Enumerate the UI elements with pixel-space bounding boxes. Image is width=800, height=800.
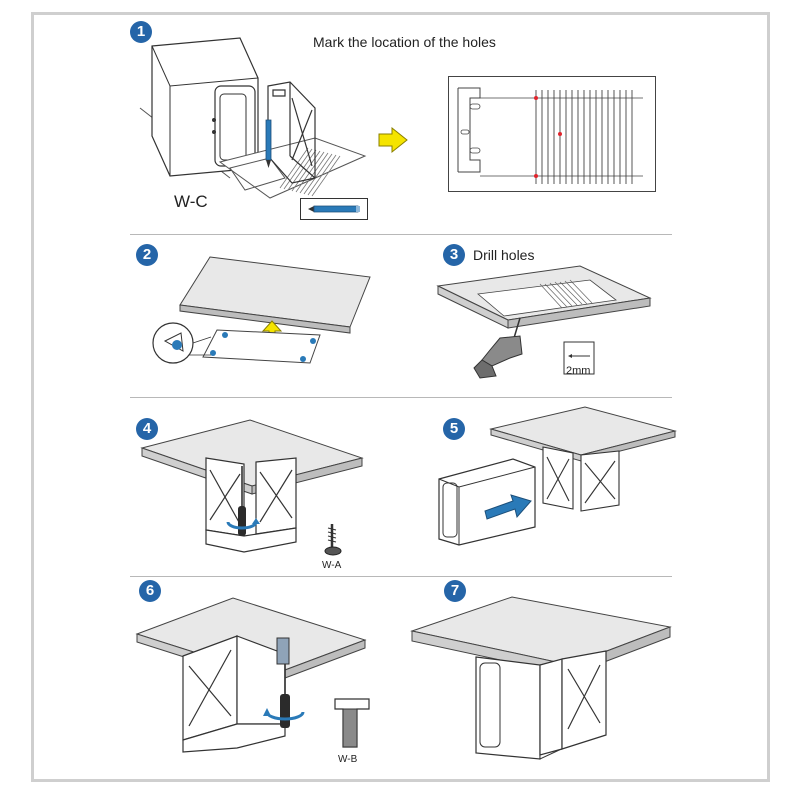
bracket-icon: [543, 447, 619, 511]
step-4-badge: 4: [136, 418, 158, 440]
step-5-badge: 5: [443, 418, 465, 440]
step-3-board-drilling: [430, 264, 656, 384]
step-2-badge: 2: [136, 244, 158, 266]
step-1-label: W-C: [174, 192, 208, 211]
nas-icon: [152, 38, 258, 176]
step-2-board-and-template: [145, 255, 375, 370]
step-5-slide-nas: [435, 405, 680, 551]
screw-icon: [322, 522, 344, 558]
step-1-title: Mark the location of the holes: [313, 34, 496, 50]
screwdriver-icon: [228, 466, 260, 536]
drill-size-label: 2mm: [566, 365, 591, 377]
board-icon: [180, 257, 370, 333]
drill-icon: [474, 318, 522, 378]
bracket-icon: [206, 458, 296, 552]
divider: [130, 576, 672, 577]
pencil-inset: [300, 198, 368, 220]
step-4-bracket-install: [140, 418, 370, 568]
template-sheet-icon: [448, 76, 656, 192]
step-7-mounted-nas: [410, 595, 672, 763]
arrow-right-icon: [378, 127, 408, 153]
bracket-icon: [540, 651, 606, 755]
divider: [130, 397, 672, 398]
nas-icon: [439, 459, 535, 545]
magnifier-icon: [153, 323, 211, 363]
step-3-badge: 3: [443, 244, 465, 266]
step-1-badge: 1: [130, 21, 152, 43]
bracket-icon: [183, 636, 285, 752]
step-6-badge: 6: [139, 580, 161, 602]
step-6-bracket-screw: [135, 596, 370, 756]
pencil-icon: [266, 120, 271, 168]
divider: [130, 234, 672, 235]
w-b-clip-icon: [333, 697, 371, 749]
step-7-badge: 7: [444, 580, 466, 602]
clip-label: W-B: [338, 754, 358, 765]
step-3-title: Drill holes: [473, 247, 535, 263]
screw-label: W-A: [322, 560, 342, 571]
step-1-nas-with-bracket: [140, 38, 370, 218]
